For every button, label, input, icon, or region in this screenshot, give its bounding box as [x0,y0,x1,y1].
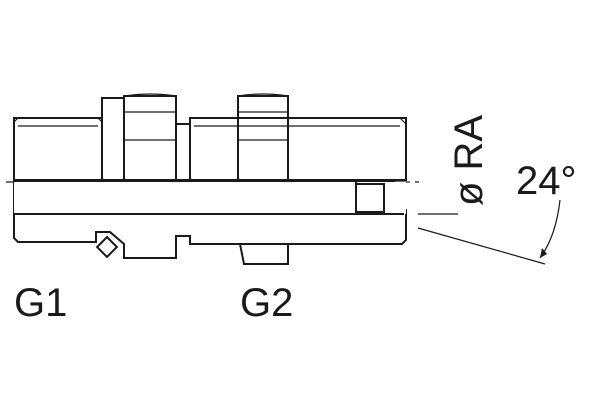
port-label-g1: G1 [14,281,67,325]
hex-nut-right-curve [237,93,289,97]
right-body [189,117,407,181]
seat-recess [355,183,385,213]
upper-half-view [13,93,407,181]
hex-nut-left [123,95,177,181]
right-chamfer [399,117,407,125]
ferrule-section [238,243,289,265]
left-chamfer [13,117,19,123]
diameter-label: ø RA [447,115,491,206]
left-thread-body [13,117,103,181]
body-neck [175,123,191,181]
port-label-g2: G2 [240,281,293,325]
lower-half-section [13,181,407,265]
angle-label: 24° [516,159,577,203]
hex-nut-right [237,95,289,181]
hex-nut-left-curve [123,93,177,97]
collar-left [101,97,125,181]
angle-arrowhead [540,248,547,258]
angle-leg [417,227,546,265]
o-ring-seal [95,235,119,259]
diameter-dimension: ø RA [418,115,491,215]
angle-dimension: 24° [417,159,577,265]
